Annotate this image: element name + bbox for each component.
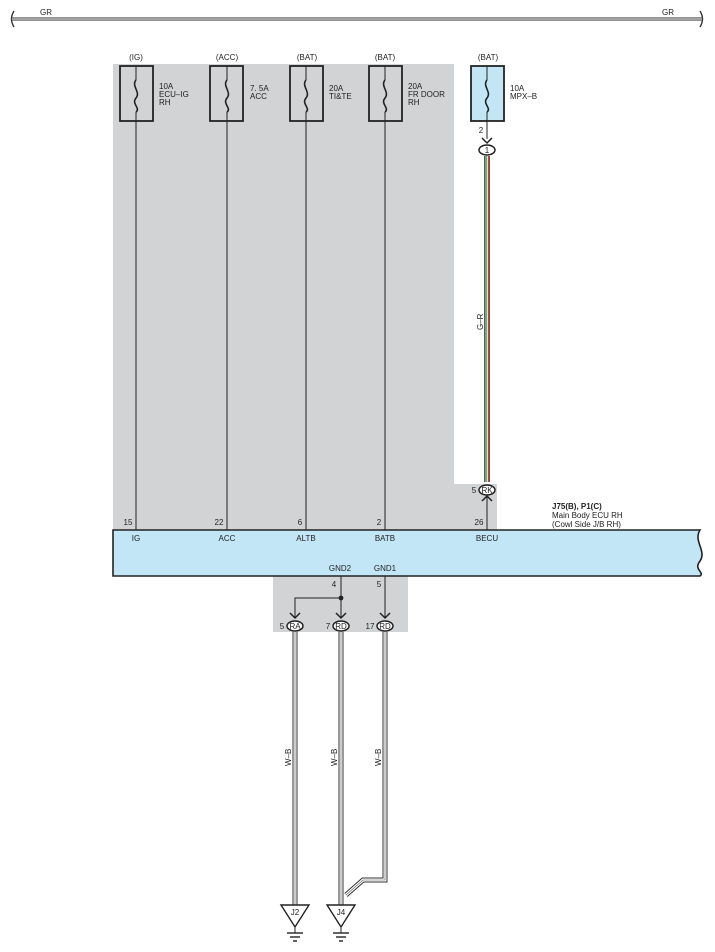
wire-color-label: W–B <box>284 749 293 766</box>
ecu-label: J75(B), P1(C) Main Body ECU RH (Cowl Sid… <box>552 502 623 529</box>
fuse-name: MPX–B <box>510 92 537 101</box>
wire-color-label: W–B <box>374 749 383 766</box>
fuse-pin-number: 2 <box>479 126 484 135</box>
ecu-pin-name: ALTB <box>296 534 315 543</box>
connector-label: RD <box>335 622 347 631</box>
ecu-connector-title: J75(B), P1(C) <box>552 502 602 511</box>
connector-oval <box>478 144 496 156</box>
ecu-pin-number: 22 <box>215 518 224 527</box>
connector-pin-number: 5 <box>280 622 285 631</box>
gnd2-pin: 4 <box>332 580 337 589</box>
ecu-name: Main Body ECU RH <box>552 511 623 520</box>
fuse-name: TI&TE <box>329 92 352 101</box>
fuse-amps: 7. 5A <box>250 84 269 93</box>
bus-label-left: GR <box>40 8 52 17</box>
gnd2-label: GND2 <box>329 564 352 573</box>
connector-label: RA <box>289 622 301 631</box>
fuse-source-label: (IG) <box>129 53 143 62</box>
connector-label: RD <box>379 622 391 631</box>
wire-color-label: W–B <box>330 749 339 766</box>
ecu-pin-name: IG <box>132 534 140 543</box>
ecu-location: (Cowl Side J/B RH) <box>552 520 621 529</box>
connector-pin-number: 5 <box>472 486 477 495</box>
fuse-source-label: (BAT) <box>297 53 318 62</box>
fuse-source-label: (BAT) <box>478 53 499 62</box>
ecu-pin-name: BATB <box>375 534 395 543</box>
ecu-pin-number: 6 <box>298 518 303 527</box>
fuse-amps: 10A <box>510 84 525 93</box>
connector-label: 1 <box>485 146 490 155</box>
ecu-pin-name: ACC <box>219 534 236 543</box>
ecu-pin-number: 2 <box>377 518 382 527</box>
fuse-amps: 20A <box>329 84 344 93</box>
gnd1-label: GND1 <box>374 564 397 573</box>
ground-point-j4: J4 <box>325 904 357 942</box>
connector-pin-number: 7 <box>326 622 331 631</box>
wire-w-b <box>344 632 388 897</box>
fuse-name: ECU–IG <box>159 90 189 99</box>
top-bus: GR GR <box>10 8 704 28</box>
fuse-ecu-ig: (IG) 10A ECU–IG RH 15 <box>119 53 189 530</box>
fuse-source-label: (BAT) <box>375 53 396 62</box>
fuse-name: FR DOOR <box>408 90 445 99</box>
fuse-amps: 10A <box>159 82 174 91</box>
connector-label: RK <box>481 486 493 495</box>
junction-block-shade <box>113 64 497 530</box>
fuse-acc: (ACC) 7. 5A ACC 22 <box>209 53 269 530</box>
main-body-ecu: IG ACC ALTB BATB BECU <box>112 529 703 577</box>
ground-point-label: J4 <box>337 908 346 917</box>
fuse-ti-te: (BAT) 20A TI&TE 6 <box>289 53 352 530</box>
ground-circuit: GND2 GND1 4 5 RA 5 RD 7 RD 17 <box>279 564 397 942</box>
fuse-source-label: (ACC) <box>216 53 239 62</box>
connector-pin-number: 17 <box>366 622 375 631</box>
fuse-amps: 20A <box>408 82 423 91</box>
fuse-mpx-b: (BAT) 10A MPX–B 2 1 G–R RK 5 26 <box>470 53 537 530</box>
ecu-pin-name: BECU <box>476 534 498 543</box>
gnd1-pin: 5 <box>377 580 382 589</box>
ecu-pin-number: 15 <box>124 518 133 527</box>
bus-label-right: GR <box>662 8 674 17</box>
ground-point-label: J2 <box>291 908 300 917</box>
fuse-name-2: RH <box>408 98 420 107</box>
fuse-fr-door-rh: (BAT) 20A FR DOOR RH 2 <box>368 53 445 530</box>
ecu-pin-number: 26 <box>475 518 484 527</box>
wire-color-label: G–R <box>476 313 485 330</box>
connector-oval <box>376 620 394 632</box>
wire-g-r <box>484 156 490 482</box>
fuse-name: ACC <box>250 92 267 101</box>
fuse-name-2: RH <box>159 98 171 107</box>
connector-oval <box>332 620 350 632</box>
ground-point-j2: J2 <box>279 904 311 942</box>
connector-oval <box>286 620 304 632</box>
